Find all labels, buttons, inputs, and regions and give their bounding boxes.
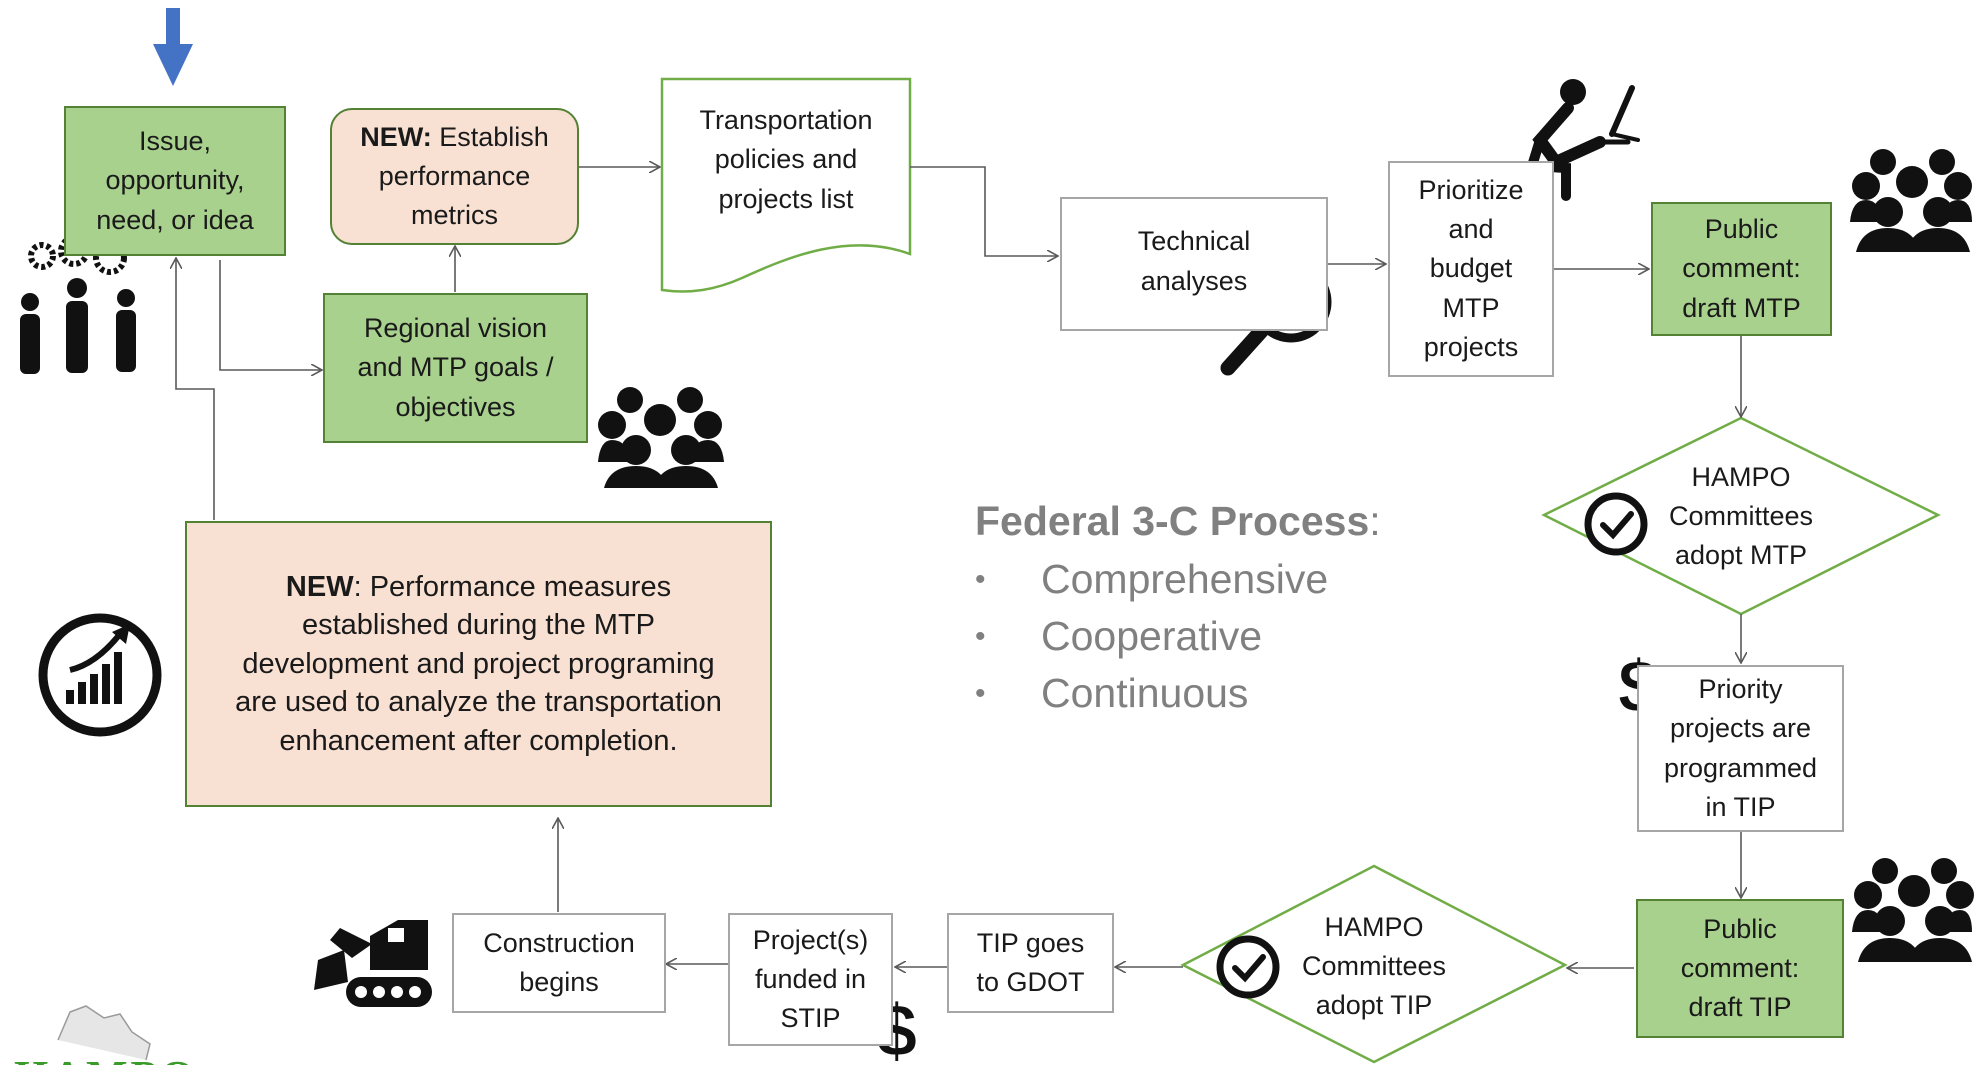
node-metrics-new-label: NEW: [360, 121, 432, 152]
policies-document-shape [660, 77, 912, 293]
node-technical-label: Technical analyses [1137, 226, 1251, 296]
legend-bullet: • [975, 619, 986, 653]
node-issue: Issue, opportunity, need, or idea [64, 106, 286, 256]
hampo-logo-text: HAMPO [14, 1051, 198, 1065]
down-arrow-icon [153, 8, 193, 86]
node-adopt-mtp-label: HAMPO Committees adopt MTP [1668, 462, 1814, 571]
node-issue-label: Issue, opportunity, need, or idea [96, 126, 254, 235]
node-regional-label: Regional vision and MTP goals / objectiv… [357, 313, 554, 422]
node-metrics-label: Establish performance metrics [378, 121, 549, 231]
node-tip-to-gdot: TIP goes to GDOT [947, 913, 1114, 1013]
checkmark-circle-icon [1216, 935, 1280, 999]
gears-people-icon [20, 235, 136, 374]
federal-process-legend: Federal 3-C Process: • Comprehensive • Coo… [975, 498, 1381, 722]
node-policies: Transportation policies and projects lis… [662, 100, 910, 220]
node-construction-label: Construction begins [483, 927, 635, 997]
node-policies-label: Transportation policies and projects lis… [699, 105, 873, 214]
node-public-comment-mtp: Public comment: draft MTP [1651, 202, 1832, 336]
node-stip-label: Project(s) funded in STIP [752, 924, 869, 1034]
legend-item-label: Comprehensive [1041, 556, 1329, 602]
connector-issue-to-regional [219, 260, 322, 370]
hampo-logo: HAMPO [12, 1005, 222, 1065]
node-public-tip-label: Public comment: draft TIP [1680, 913, 1800, 1023]
node-priority-projects-tip: Priority projects are programmed in TIP [1637, 665, 1844, 832]
excavator-icon [314, 920, 432, 1007]
legend-item-label: Continuous [1041, 670, 1249, 716]
group-icon [598, 387, 724, 488]
legend-list: • Comprehensive • Cooperative • Continuous [975, 551, 1381, 722]
legend-item: • Continuous [975, 665, 1381, 722]
node-performance-new-label: NEW [285, 570, 354, 603]
legend-item-label: Cooperative [1041, 613, 1263, 659]
checkmark-circle-icon [1584, 492, 1648, 556]
growth-chart-icon [38, 613, 162, 737]
legend-item: • Cooperative [975, 608, 1381, 665]
group-icon [1852, 858, 1974, 962]
node-prioritize: Prioritize and budget MTP projects [1388, 161, 1554, 377]
node-adopt-mtp: HAMPO Committees adopt MTP [1641, 458, 1841, 575]
map-logo-icon [57, 1005, 151, 1061]
node-adopt-tip-label: HAMPO Committees adopt TIP [1301, 912, 1447, 1021]
node-establish-metrics: NEW: Establish performance metrics [330, 108, 579, 245]
node-performance-label: : Performance measures established durin… [235, 570, 722, 757]
node-construction-begins: Construction begins [452, 913, 666, 1013]
legend-bullet: • [975, 676, 986, 710]
legend-title: Federal 3-C Process: [975, 498, 1381, 545]
node-prioritize-label: Prioritize and budget MTP projects [1418, 175, 1524, 362]
group-icon [1850, 149, 1972, 252]
node-regional-vision: Regional vision and MTP goals / objectiv… [323, 293, 588, 443]
node-public-mtp-label: Public comment: draft MTP [1682, 214, 1801, 323]
node-adopt-tip: HAMPO Committees adopt TIP [1274, 908, 1474, 1025]
node-funded-stip: Project(s) funded in STIP [728, 913, 893, 1046]
connector-performance-to-issue [176, 258, 215, 520]
legend-title-colon: : [1369, 498, 1381, 544]
legend-title-bold: Federal 3-C Process [975, 498, 1370, 544]
legend-item: • Comprehensive [975, 551, 1381, 608]
legend-bullet: • [975, 562, 986, 596]
node-priority-tip-label: Priority projects are programmed in TIP [1663, 674, 1818, 822]
connector-policies-to-technical [910, 166, 1058, 256]
node-gdot-label: TIP goes to GDOT [976, 927, 1085, 997]
node-public-comment-tip: Public comment: draft TIP [1636, 899, 1844, 1038]
node-performance-measures: NEW: Performance measures established du… [185, 521, 772, 807]
adopt-tip-diamond [1180, 864, 1568, 1064]
node-technical-analyses: Technical analyses [1060, 197, 1328, 331]
